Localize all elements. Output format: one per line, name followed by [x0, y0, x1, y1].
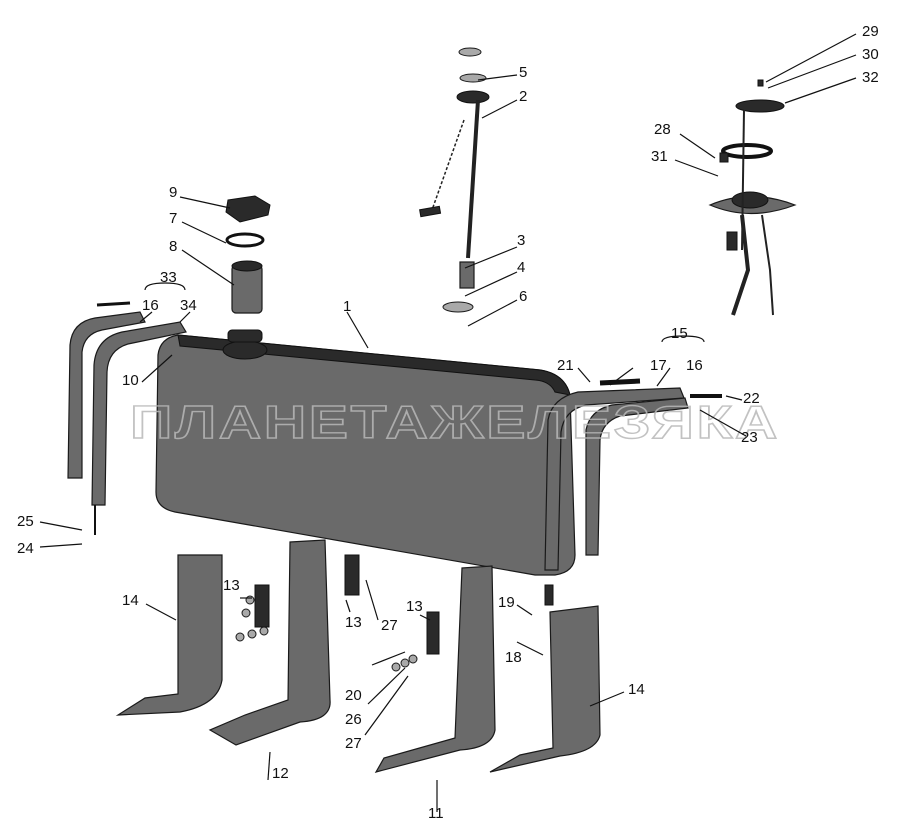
- filler-cap: [225, 195, 271, 223]
- callout-13a: 13: [223, 577, 240, 594]
- callout-5: 5: [519, 64, 527, 81]
- level-sensor: [419, 47, 490, 313]
- callout-34: 34: [180, 297, 197, 314]
- callout-13b: 13: [345, 614, 362, 631]
- callout-16-right: 16: [686, 357, 703, 374]
- fuel-tank: [155, 329, 576, 576]
- callout-14-left: 14: [122, 592, 139, 609]
- callout-15: 15: [671, 325, 688, 342]
- callout-19: 19: [498, 594, 515, 611]
- callout-labels: 1 2 3 4 5 6 7 8 9 10 11 12 13 13 13 14 1…: [17, 23, 879, 822]
- callout-28: 28: [654, 121, 671, 138]
- bracket-14-right: [489, 605, 601, 773]
- bracket-12: [208, 539, 360, 746]
- callout-4: 4: [517, 259, 525, 276]
- filler-strainer: [231, 260, 263, 314]
- callout-21: 21: [557, 357, 574, 374]
- svg-text:ПЛАНЕТАЖЕЛЕЗЯКА: ПЛАНЕТАЖЕЛЕЗЯКА: [130, 396, 780, 448]
- callout-25: 25: [17, 513, 34, 530]
- callout-6: 6: [519, 288, 527, 305]
- fuel-intake-assembly: [708, 79, 797, 316]
- callout-10: 10: [122, 372, 139, 389]
- callout-17: 17: [650, 357, 667, 374]
- callout-32: 32: [862, 69, 879, 86]
- callout-11: 11: [428, 805, 444, 822]
- callout-14-right: 14: [628, 681, 645, 698]
- callout-8: 8: [169, 238, 177, 255]
- callout-2: 2: [519, 88, 527, 105]
- callout-1: 1: [343, 298, 351, 315]
- callout-3: 3: [517, 232, 525, 249]
- callout-30: 30: [862, 46, 879, 63]
- callout-18: 18: [505, 649, 522, 666]
- callout-12: 12: [272, 765, 289, 782]
- leader-lines: [39, 33, 857, 812]
- callout-27b: 27: [345, 735, 362, 752]
- bracket-11: [374, 565, 554, 773]
- callout-24: 24: [17, 540, 34, 557]
- callout-33: 33: [160, 269, 177, 286]
- watermark: ПЛАНЕТАЖЕЛЕЗЯКА: [129, 395, 780, 448]
- callout-29: 29: [862, 23, 879, 40]
- tank-strap-left: [67, 301, 187, 535]
- callout-31: 31: [651, 148, 668, 165]
- tank-strap-right: [544, 378, 722, 571]
- callout-20: 20: [345, 687, 362, 704]
- callout-26: 26: [345, 711, 362, 728]
- bracket-14-left: [115, 554, 223, 716]
- callout-7: 7: [169, 210, 177, 227]
- callout-22: 22: [743, 390, 760, 407]
- callout-16-left: 16: [142, 297, 159, 314]
- callout-9: 9: [169, 184, 177, 201]
- filler-ring: [225, 232, 265, 248]
- callout-23: 23: [741, 429, 758, 446]
- callout-13c: 13: [406, 598, 423, 615]
- callout-27a: 27: [381, 617, 398, 634]
